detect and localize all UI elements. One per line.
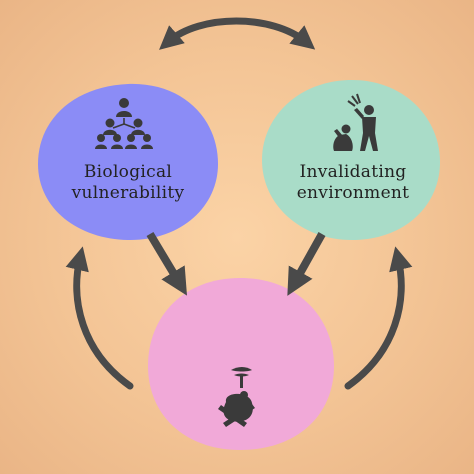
environment-circle xyxy=(262,80,440,240)
hierarchy-people-icon xyxy=(95,98,153,149)
biological-circle xyxy=(38,83,218,240)
outcome-to-bio-feedback-arrow xyxy=(65,246,134,390)
bio-to-outcome-arrow xyxy=(146,231,187,296)
abuse-scene-icon xyxy=(333,93,378,151)
distressed-person-icon xyxy=(218,367,255,427)
env-to-outcome-arrow xyxy=(287,232,326,296)
outcome-to-env-feedback-arrow xyxy=(344,246,413,390)
outcome-circle xyxy=(148,278,334,450)
top-double-arrow xyxy=(159,17,316,50)
